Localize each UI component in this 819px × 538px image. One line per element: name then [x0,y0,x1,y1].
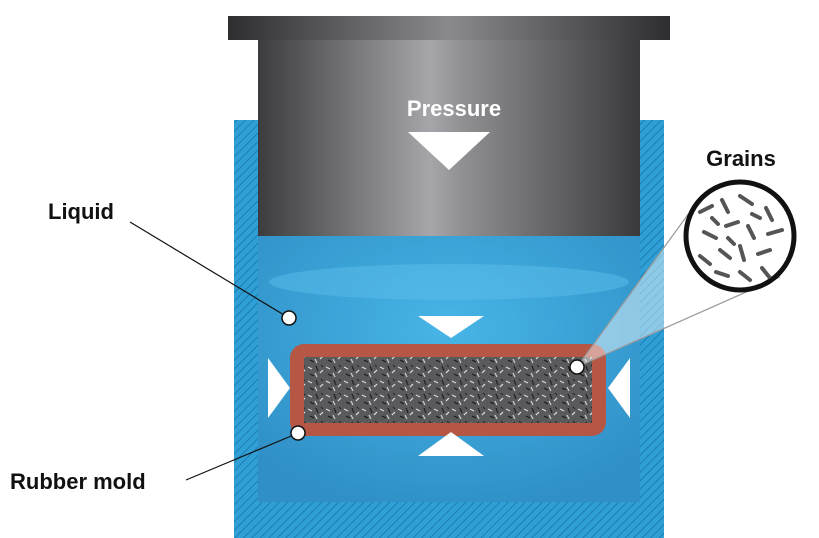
rubber-mold-label: Rubber mold [10,469,146,494]
press-piston [228,16,670,236]
liquid-label: Liquid [48,199,114,224]
arrow-left-icon [608,358,630,418]
arrow-up-icon [418,432,484,456]
liquid-marker [281,310,297,326]
compacted-grains [304,357,592,423]
arrow-right-icon [268,358,290,418]
grains-label: Grains [706,146,776,171]
arrow-down-icon [418,316,484,338]
pressure-arrow-icon [408,132,490,170]
rubber-mold [290,344,606,436]
pressure-label: Pressure [407,96,501,121]
liquid-leader-line [129,221,290,319]
rubber-mold-leader-line [185,433,297,481]
grains-marker [569,359,585,375]
grains-zoom-circle [683,179,797,293]
rubber-mold-marker [290,425,306,441]
